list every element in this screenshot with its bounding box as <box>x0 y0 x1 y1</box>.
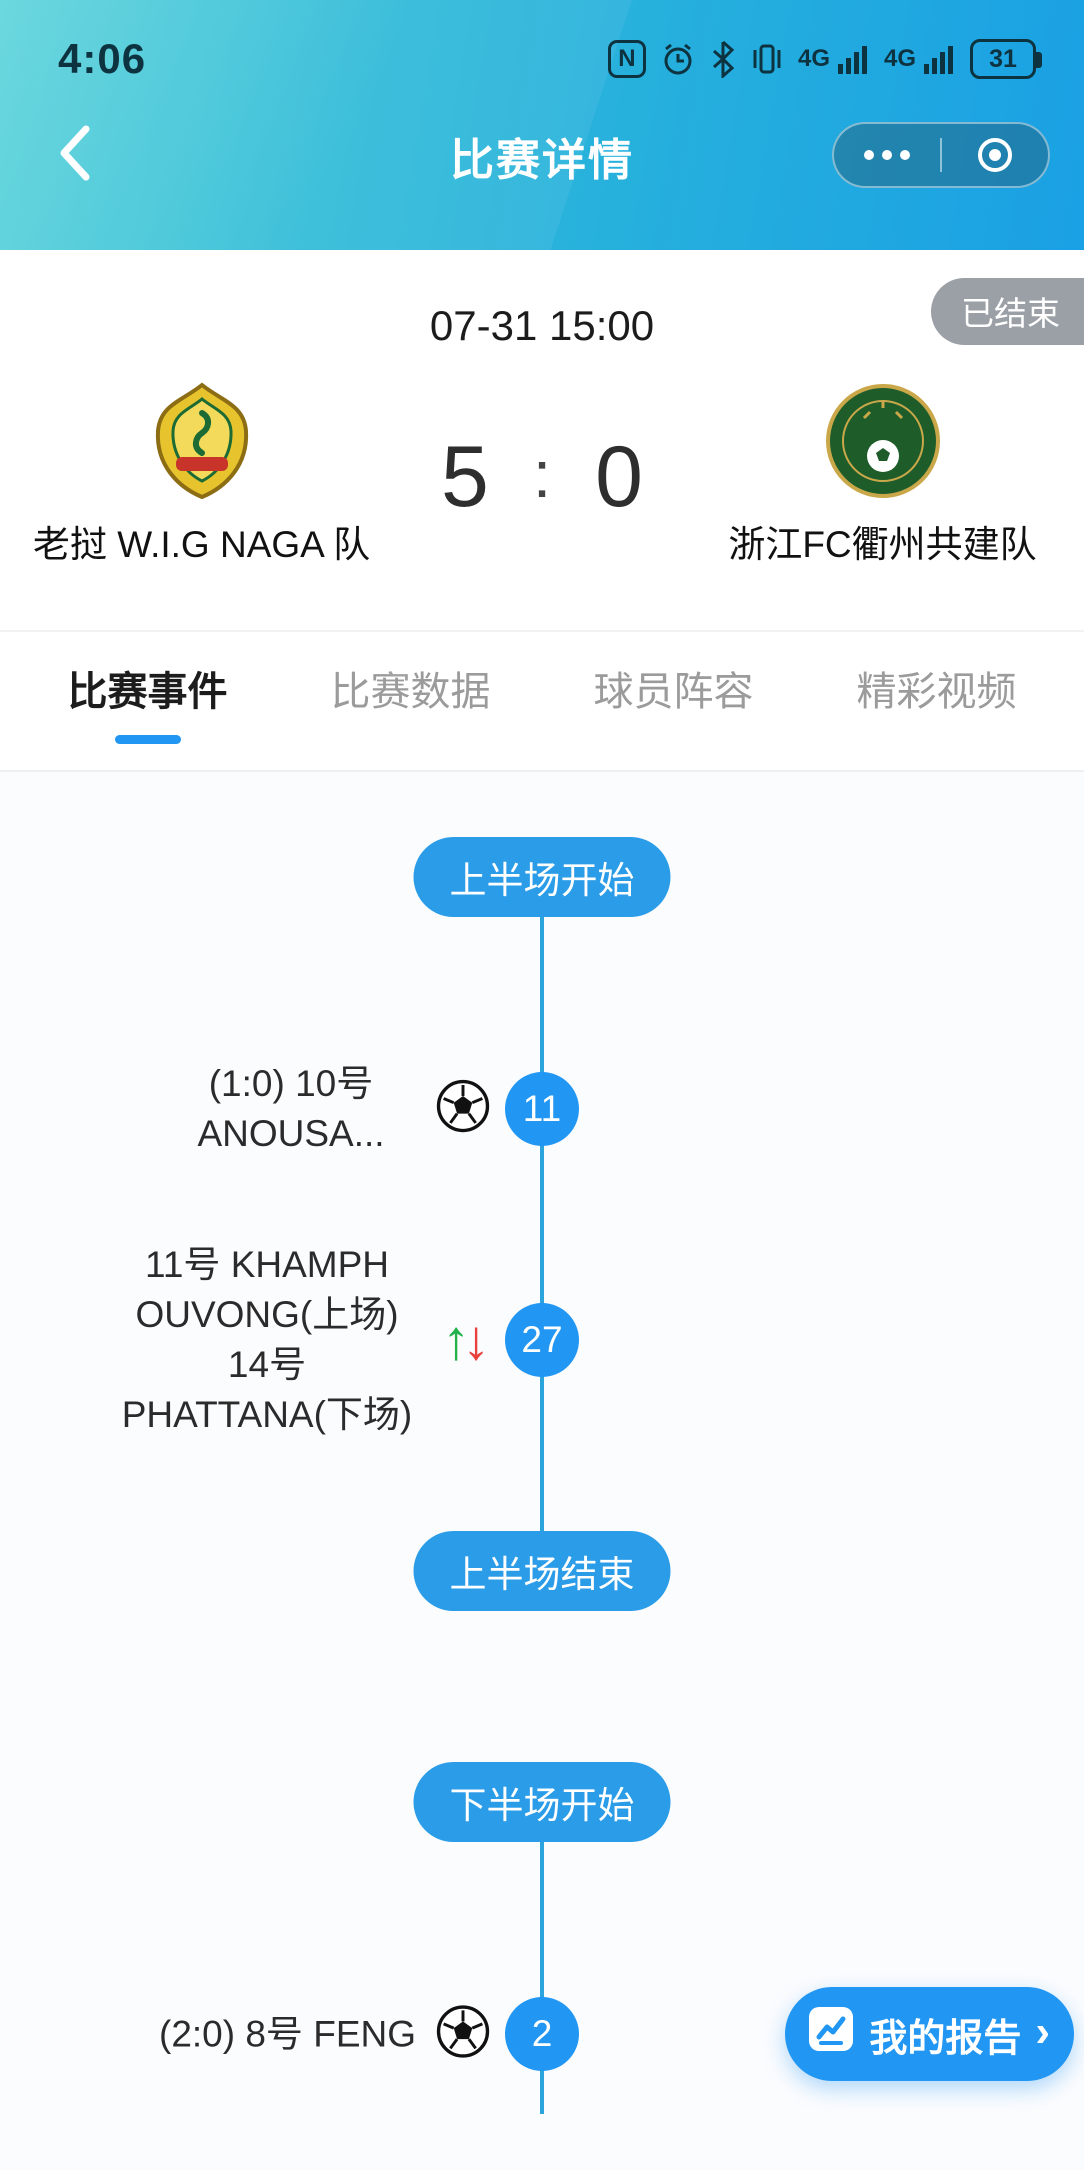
report-icon <box>807 2005 855 2063</box>
header: 4:06 N 4G 4G 31 <box>0 0 1084 250</box>
away-team: 浙江FC衢州共建队 <box>707 376 1058 570</box>
soccer-ball-icon <box>436 2005 490 2064</box>
event-minute: 2 <box>505 1997 579 2071</box>
match-datetime: 07-31 15:00 <box>429 302 655 349</box>
away-team-name: 浙江FC衢州共建队 <box>728 524 1037 565</box>
alarm-icon <box>660 41 696 77</box>
tab-lineups[interactable]: 球员阵容 <box>542 632 805 770</box>
match-status-badge: 已结束 <box>931 278 1084 345</box>
capsule-divider <box>940 138 942 172</box>
home-team-logo-icon <box>142 376 262 506</box>
substitution-icon: ↑↓ <box>442 1308 490 1371</box>
event-minute: 27 <box>505 1303 579 1377</box>
report-label: 我的报告 <box>869 2017 1022 2060</box>
page-title: 比赛详情 <box>450 136 634 185</box>
home-score: 5 <box>440 429 489 525</box>
close-minimize-button[interactable] <box>942 124 1048 186</box>
score-separator: : <box>532 436 552 511</box>
away-team-logo-icon <box>824 376 942 506</box>
home-team: 老挝 W.I.G NAGA 队 <box>26 376 377 570</box>
home-team-name: 老挝 W.I.G NAGA 队 <box>32 524 371 565</box>
tab-bar: 比赛事件 比赛数据 球员阵容 精彩视频 <box>0 630 1084 770</box>
my-report-button[interactable]: 我的报告 › <box>785 1987 1074 2081</box>
tab-label: 球员阵容 <box>593 669 754 714</box>
score-box: 5 : 0 <box>377 376 707 527</box>
nfc-icon: N <box>607 40 646 78</box>
timeline-line-first-half <box>540 877 544 1571</box>
second-half-start-pill: 下半场开始 <box>413 1762 671 1842</box>
event-text: 11号 KHAMPH OUVONG(上场) 14号 PHATTANA(下场) <box>121 1244 413 1435</box>
tab-match-events[interactable]: 比赛事件 <box>16 632 279 770</box>
target-circle-icon <box>978 138 1012 172</box>
signal-bars-icon-2 <box>922 42 956 76</box>
event-text: (2:0) 8号 FENG <box>159 2013 416 2055</box>
back-button[interactable] <box>40 118 110 188</box>
soccer-ball-icon <box>436 1080 490 1139</box>
timeline-line-second-half <box>540 1802 544 2114</box>
bluetooth-icon <box>710 40 736 78</box>
away-score: 0 <box>595 429 644 525</box>
match-summary: 已结束 07-31 15:00 老挝 W.I.G NAGA 队 5 : 0 <box>0 250 1084 630</box>
status-icons: N 4G 4G 31 <box>607 39 1042 79</box>
battery-icon: 31 <box>970 39 1042 79</box>
event-minute: 11 <box>505 1072 579 1146</box>
clock-time: 4:06 <box>58 35 147 82</box>
network-type-label-1: 4G <box>797 45 830 72</box>
nav-bar: 比赛详情 <box>0 100 1084 230</box>
event-text: (1:0) 10号 ANOUSA... <box>197 1063 385 1154</box>
signal-bars-icon-1 <box>836 42 870 76</box>
tab-label: 比赛事件 <box>67 669 228 714</box>
first-half-end-pill: 上半场结束 <box>413 1531 671 1611</box>
tab-label: 精彩视频 <box>856 669 1017 714</box>
vibrate-icon <box>750 40 784 78</box>
network-type-label-2: 4G <box>883 45 916 72</box>
status-bar: 4:06 N 4G 4G 31 <box>0 0 1084 100</box>
chevron-right-icon: › <box>1035 2007 1050 2056</box>
first-half-start-pill: 上半场开始 <box>413 837 671 917</box>
teams-row: 老挝 W.I.G NAGA 队 5 : 0 浙江FC衢州共建队 <box>0 376 1084 570</box>
tab-highlights[interactable]: 精彩视频 <box>805 632 1068 770</box>
more-options-button[interactable] <box>834 124 940 186</box>
miniprogram-capsule <box>832 122 1050 188</box>
active-tab-underline <box>114 734 181 744</box>
match-events-timeline: 上半场开始 (1:0) 10号 ANOUSA... 11 11号 KHAMPH … <box>0 770 1084 2170</box>
